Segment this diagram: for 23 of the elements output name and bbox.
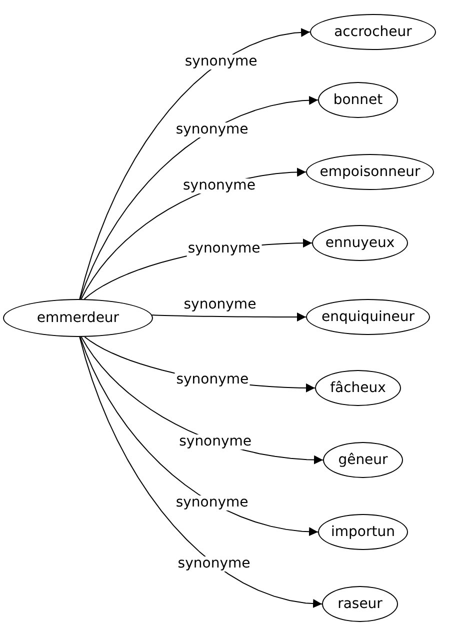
edge-label: synonyme	[176, 556, 252, 572]
edge-label: synonyme	[184, 54, 258, 70]
node-label: importun	[331, 524, 395, 540]
node-label: empoisonneur	[320, 164, 420, 180]
arrow	[79, 28, 310, 300]
node-label: enquiquineur	[322, 309, 414, 325]
arrow	[79, 336, 322, 608]
edge-label: synonyme	[174, 122, 250, 138]
edge-label: synonyme	[186, 242, 262, 257]
node-label: fâcheux	[330, 380, 386, 396]
arrow	[152, 312, 306, 322]
edge-label: synonyme	[182, 178, 256, 194]
edge-label: synonyme	[174, 495, 250, 510]
node-label: emmerdeur	[36, 310, 120, 326]
edge-label: synonyme	[175, 372, 250, 388]
node-label: ennuyeux	[325, 235, 395, 251]
node-label: accrocheur	[334, 24, 412, 40]
arrow	[80, 96, 318, 300]
node-label: gêneur	[338, 452, 388, 468]
node-label: raseur	[338, 596, 382, 612]
edge-label: synonyme	[178, 434, 253, 449]
arrow	[80, 336, 318, 536]
node-label: bonnet	[333, 92, 383, 108]
